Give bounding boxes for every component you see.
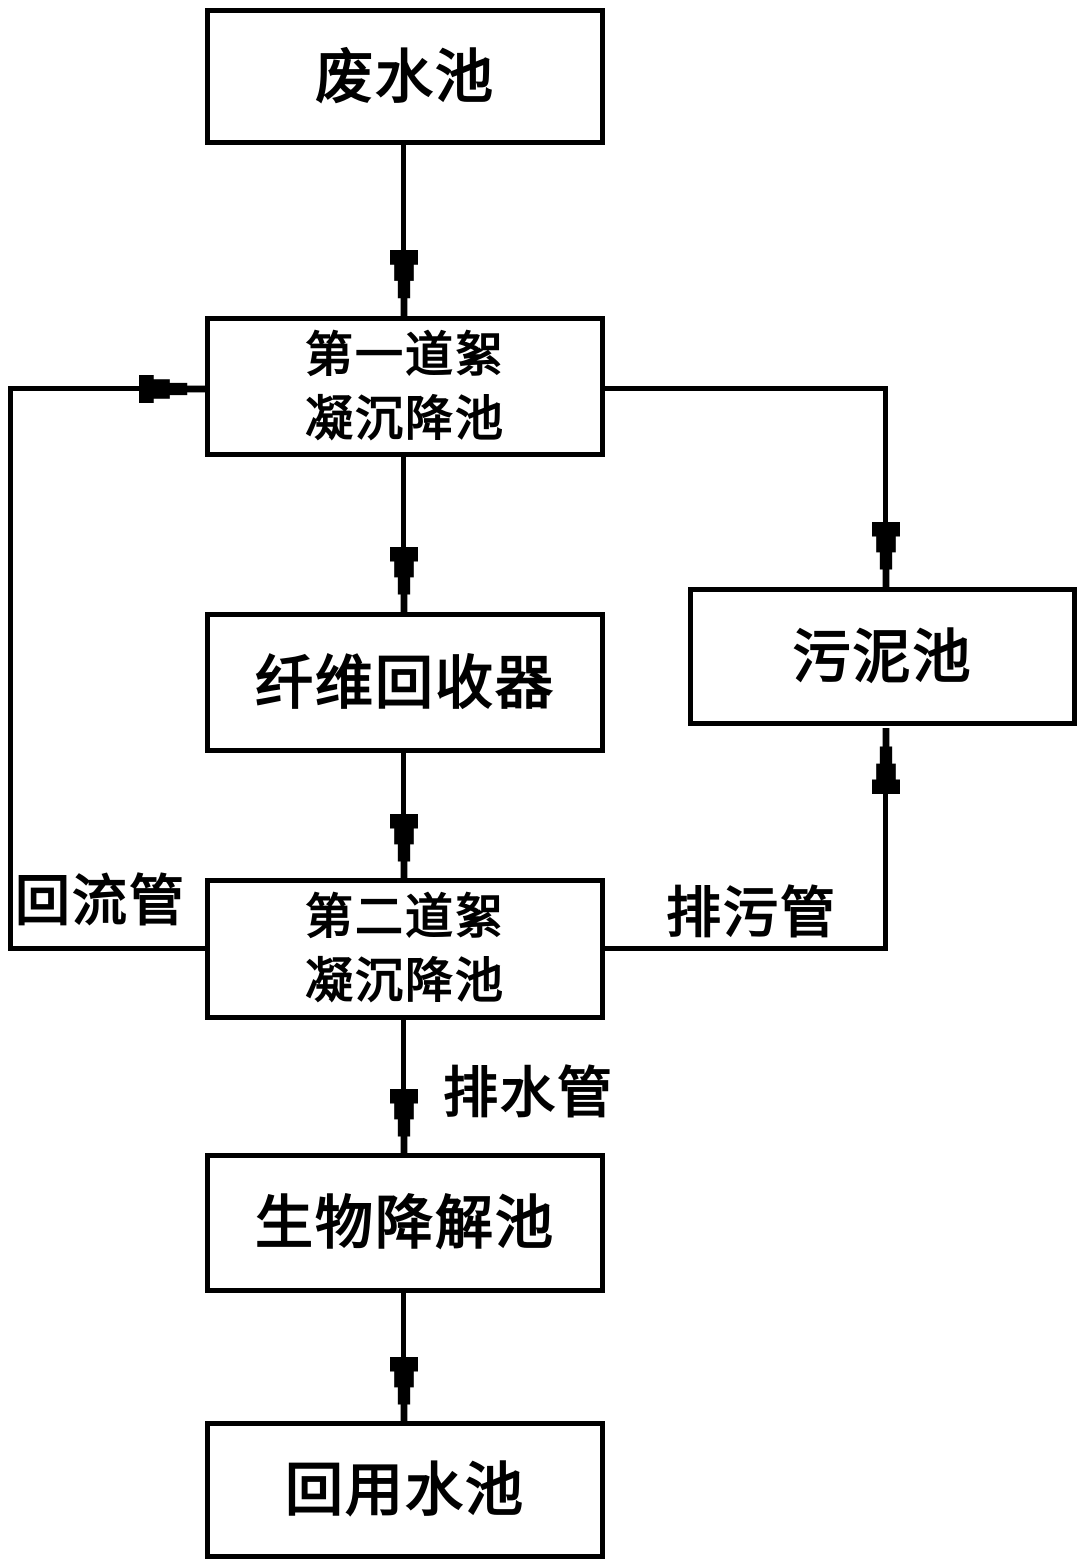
connector-floc1-to-sludge-horizontal <box>600 386 888 391</box>
arrow-down-icon <box>390 1357 418 1423</box>
box-second-flocculation-tank: 第二道絮 凝沉降池 <box>205 878 605 1020</box>
arrow-down-icon <box>872 522 900 588</box>
connector-floc2-to-bio-drain-pipe <box>401 1018 406 1091</box>
box-sludge-pool-label: 污泥池 <box>792 622 973 691</box>
connector-wastewater-to-floc1 <box>401 143 406 253</box>
connector-floc2-to-sludge-horizontal-sewage-pipe <box>600 946 888 951</box>
arrow-down-icon <box>390 814 418 880</box>
box-first-flocculation-tank-label-line2: 凝沉降池 <box>304 390 505 447</box>
box-fiber-recovery-unit: 纤维回收器 <box>205 612 605 753</box>
connector-bio-to-reuse <box>401 1290 406 1360</box>
box-wastewater-pool: 废水池 <box>205 8 605 145</box>
arrow-down-icon <box>390 250 418 317</box>
box-fiber-recovery-unit-label: 纤维回收器 <box>254 648 555 717</box>
box-first-flocculation-tank-label-line1: 第一道絮 <box>304 326 505 383</box>
box-first-flocculation-tank: 第一道絮 凝沉降池 <box>205 316 605 457</box>
box-second-flocculation-tank-label-line2: 凝沉降池 <box>304 953 505 1009</box>
drain-pipe-label: 排水管 <box>443 1061 615 1125</box>
arrow-down-icon <box>390 547 418 613</box>
return-pipe-label: 回流管 <box>15 869 187 933</box>
connector-floc2-to-sludge-vertical-sewage-pipe <box>883 792 888 951</box>
connector-return-pipe-top <box>8 386 141 391</box>
connector-fiber-to-floc2 <box>401 750 406 816</box>
sewage-pipe-label: 排污管 <box>666 881 838 945</box>
connector-return-pipe-bottom <box>10 946 207 951</box>
box-sludge-pool: 污泥池 <box>688 587 1077 726</box>
box-second-flocculation-tank-label-line1: 第二道絮 <box>304 889 505 945</box>
arrow-right-icon <box>139 375 206 403</box>
box-reuse-water-pool-label: 回用水池 <box>284 1456 525 1524</box>
box-biodegradation-pool-label: 生物降解池 <box>254 1189 555 1257</box>
box-biodegradation-pool: 生物降解池 <box>205 1153 605 1293</box>
connector-return-pipe-vertical <box>8 386 13 951</box>
connector-floc1-to-fiber <box>401 455 406 549</box>
box-reuse-water-pool: 回用水池 <box>205 1421 605 1559</box>
arrow-down-icon <box>390 1089 418 1155</box>
arrow-up-icon <box>872 728 900 794</box>
connector-floc1-to-sludge-vertical <box>883 386 888 524</box>
box-wastewater-pool-label: 废水池 <box>314 42 495 111</box>
